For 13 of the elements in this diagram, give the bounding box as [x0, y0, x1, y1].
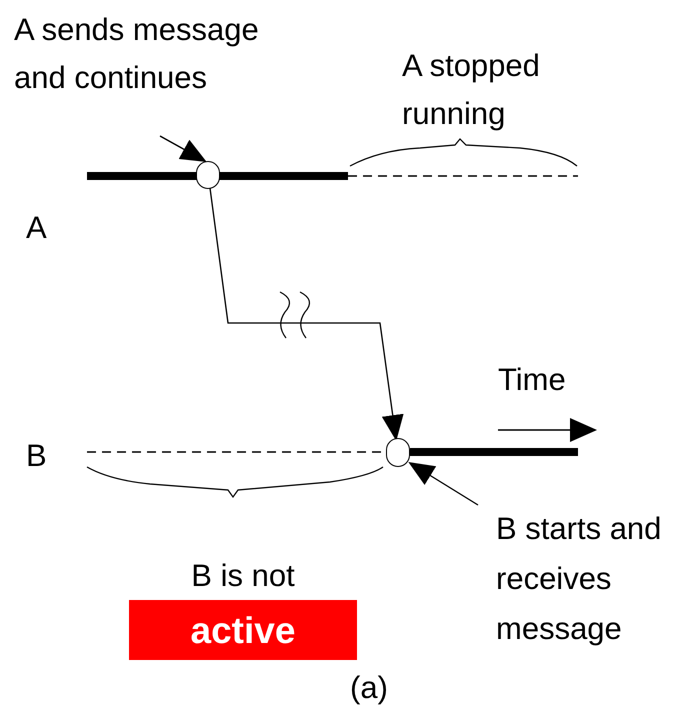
arrow: [408, 462, 478, 506]
label: A: [26, 209, 47, 247]
arrow: [209, 188, 404, 441]
caption-text: B is not: [190, 557, 296, 595]
status-bar: [129, 600, 357, 660]
label: B: [26, 437, 47, 475]
annotation-text: A sends message and continues: [14, 6, 314, 106]
status-text: active: [190, 612, 296, 648]
label: (a): [350, 669, 388, 707]
annotation-text: B starts and receives message: [496, 504, 686, 656]
label: Time: [498, 361, 566, 399]
annotation-text: A stopped running: [402, 42, 582, 142]
arrow: [160, 135, 207, 162]
